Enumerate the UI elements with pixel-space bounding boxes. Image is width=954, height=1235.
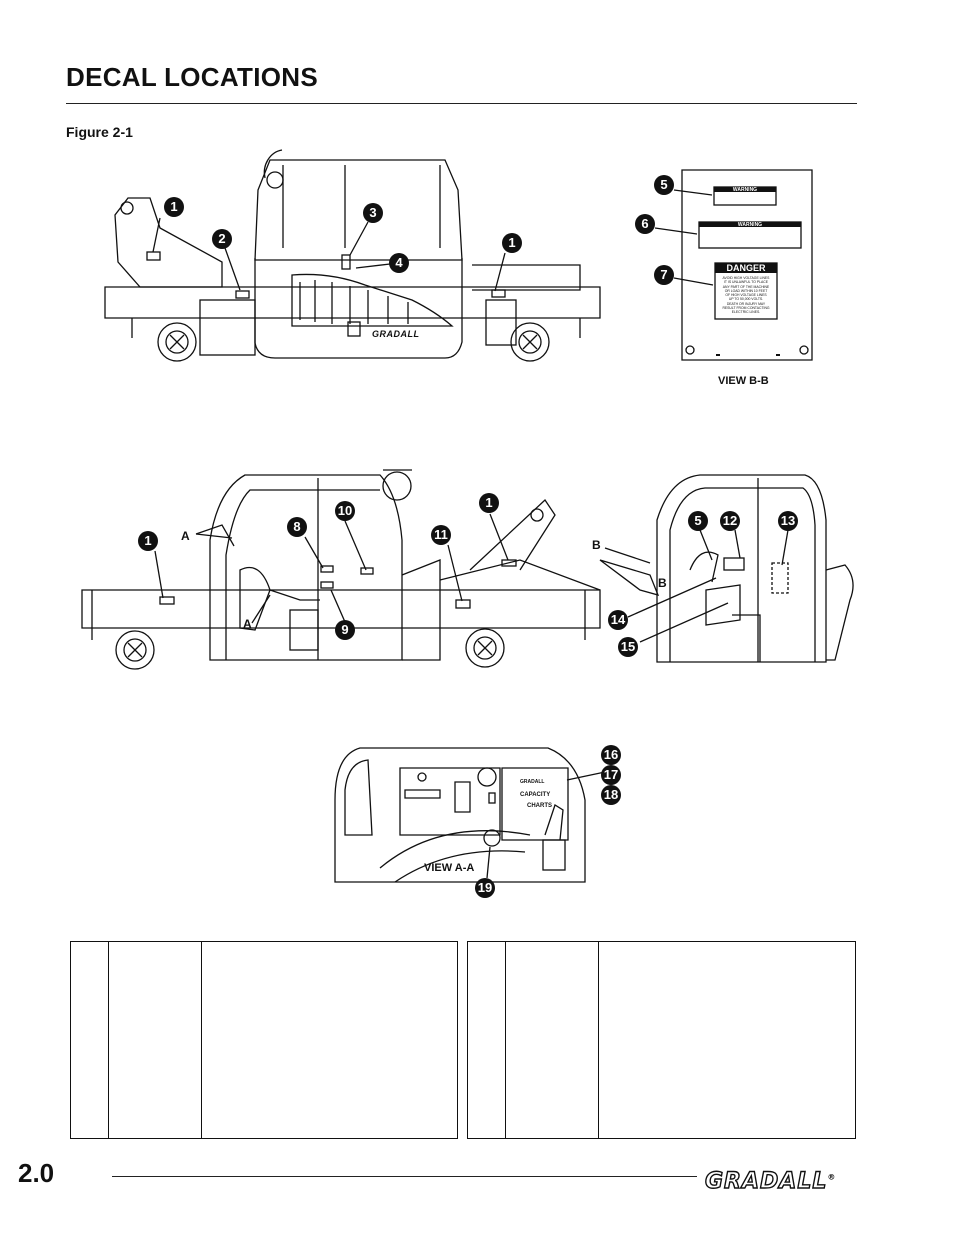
danger-decal-header: DANGER — [726, 263, 766, 273]
callout-1: 1 — [138, 531, 158, 551]
machine-left-view — [104, 149, 601, 362]
callout-7: 7 — [654, 265, 674, 285]
section-a-marker-top: A — [181, 529, 190, 543]
capacity-label: CAPACITY — [520, 792, 551, 798]
leaders-drawing-1 — [152, 217, 506, 292]
table-cell — [201, 941, 458, 1139]
section-a-marker-bottom: A — [243, 617, 252, 631]
section-b-marker-bottom: B — [658, 576, 667, 590]
callout-4: 4 — [389, 253, 409, 273]
callout-14: 14 — [608, 610, 628, 630]
table-cell — [467, 941, 506, 1139]
callout-1: 1 — [479, 493, 499, 513]
danger-text-line: UP TO 50,000 VOLTS. — [728, 297, 764, 302]
charts-label: CHARTS — [527, 803, 552, 809]
table-cell — [70, 941, 109, 1139]
header-rule — [66, 103, 857, 104]
danger-text-line: OF HIGH VOLTAGE LINES — [725, 293, 767, 298]
decal-table-right — [467, 941, 856, 1139]
callout-8: 8 — [287, 517, 307, 537]
callout-1: 1 — [164, 197, 184, 217]
table-cell — [505, 941, 599, 1139]
callout-15: 15 — [618, 637, 638, 657]
callout-5: 5 — [688, 511, 708, 531]
callout-11: 11 — [431, 525, 451, 545]
callout-19: 19 — [475, 878, 495, 898]
callout-2: 2 — [212, 229, 232, 249]
view-bb-label: VIEW B-B — [718, 375, 769, 387]
callout-18: 18 — [601, 785, 621, 805]
view-aa-dashboard — [334, 747, 606, 883]
page-number: 2.0 — [18, 1158, 55, 1188]
danger-text-line: AVOID HIGH VOLTAGE LINES — [722, 276, 770, 280]
callout-17: 17 — [601, 765, 621, 785]
warning-decal-6-header: WARNING — [737, 222, 763, 228]
view-aa-label: VIEW A-A — [424, 862, 475, 874]
danger-text-line: ANY PART OF THE MACHINE — [722, 284, 770, 289]
callout-5: 5 — [654, 175, 674, 195]
cab-interior-view — [599, 474, 854, 663]
machine-brand-mark: GRADALL — [372, 329, 420, 339]
danger-text-line: IT IS UNLAWFUL TO PLACE — [723, 280, 769, 285]
callout-6: 6 — [635, 214, 655, 234]
callout-9: 9 — [335, 620, 355, 640]
gradall-logo: GRADALL® — [704, 1168, 837, 1194]
table-cell — [108, 941, 202, 1139]
danger-text-line: OR LOAD WITHIN 10 FEET — [724, 288, 768, 293]
machine-right-view — [81, 469, 601, 670]
callout-1: 1 — [502, 233, 522, 253]
danger-text-line: ELECTRIC LINES. — [731, 310, 761, 315]
table-cell — [598, 941, 856, 1139]
view-bb-panel — [654, 169, 813, 361]
leaders-drawing-2 — [154, 513, 509, 624]
danger-text-line: DEATH OR INJURY MAY — [726, 301, 766, 306]
leaders-drawing-3 — [627, 529, 789, 643]
warning-decal-5-header: WARNING — [732, 187, 758, 193]
footer-rule — [112, 1176, 697, 1177]
decal-table-left — [70, 941, 458, 1139]
callout-3: 3 — [363, 203, 383, 223]
decal-blocks — [699, 187, 801, 356]
callout-13: 13 — [778, 511, 798, 531]
danger-text-line: RESULT FROM CONTACTING — [722, 306, 770, 311]
callout-10: 10 — [335, 501, 355, 521]
page-title: DECAL LOCATIONS — [66, 62, 318, 92]
callout-12: 12 — [720, 511, 740, 531]
dash-brand-mark: GRADALL — [520, 779, 545, 785]
callout-16: 16 — [601, 745, 621, 765]
figure-label: Figure 2-1 — [66, 124, 133, 140]
section-b-marker-top: B — [592, 538, 601, 552]
